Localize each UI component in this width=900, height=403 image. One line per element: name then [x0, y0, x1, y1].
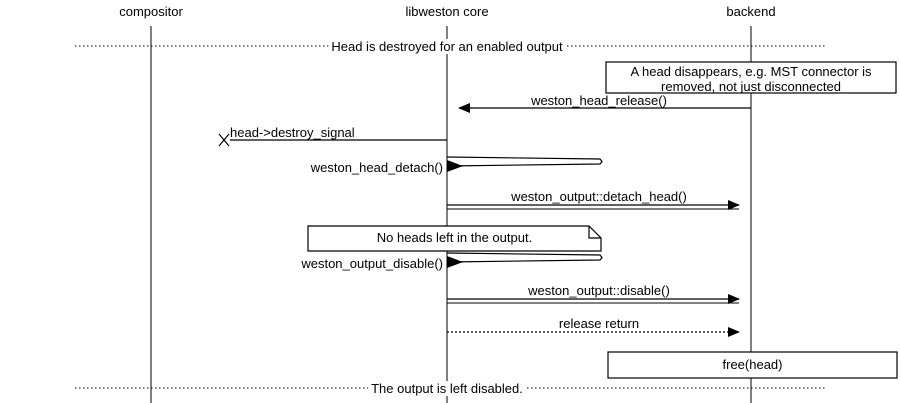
note-line-2: removed, not just disconnected	[661, 79, 841, 94]
message-weston-output-detach-head	[447, 200, 740, 210]
message-weston-output-disable	[447, 294, 740, 304]
message-weston-output-disable-call	[446, 252, 603, 268]
message-head-destroy-signal	[218, 133, 447, 147]
note-box-head-disappears	[605, 61, 897, 94]
note-box-free-head	[607, 351, 898, 379]
divider-label-bottom: The output is left disabled.	[368, 381, 526, 396]
note-line-1: A head disappears, e.g. MST connector is	[630, 64, 872, 79]
note-label-head-disappears: A head disappears, e.g. MST connector is…	[606, 64, 896, 94]
message-label-head-destroy-signal: head->destroy_signal	[230, 125, 355, 140]
participant-label-compositor: compositor	[119, 4, 183, 19]
message-label-release-return: release return	[558, 316, 640, 331]
message-label-weston-head-release: weston_head_release()	[531, 93, 667, 108]
note-label-free-head: free(head)	[722, 357, 783, 372]
message-label-weston-output-disable-call: weston_output_disable()	[301, 256, 443, 271]
participant-label-libweston-core: libweston core	[405, 4, 489, 19]
dividers	[75, 45, 825, 389]
message-weston-head-detach	[446, 156, 603, 172]
message-label-weston-output-disable: weston_output::disable()	[528, 283, 670, 298]
participant-label-backend: backend	[726, 4, 776, 19]
message-label-weston-head-detach: weston_head_detach()	[310, 160, 443, 175]
message-label-weston-output-detach-head: weston_output::detach_head()	[511, 189, 687, 204]
lost-message-x-icon	[218, 133, 230, 147]
note-label-no-heads-left: No heads left in the output.	[376, 230, 533, 245]
divider-label-top: Head is destroyed for an enabled output	[328, 39, 566, 54]
note-box-no-heads-left	[307, 225, 602, 252]
